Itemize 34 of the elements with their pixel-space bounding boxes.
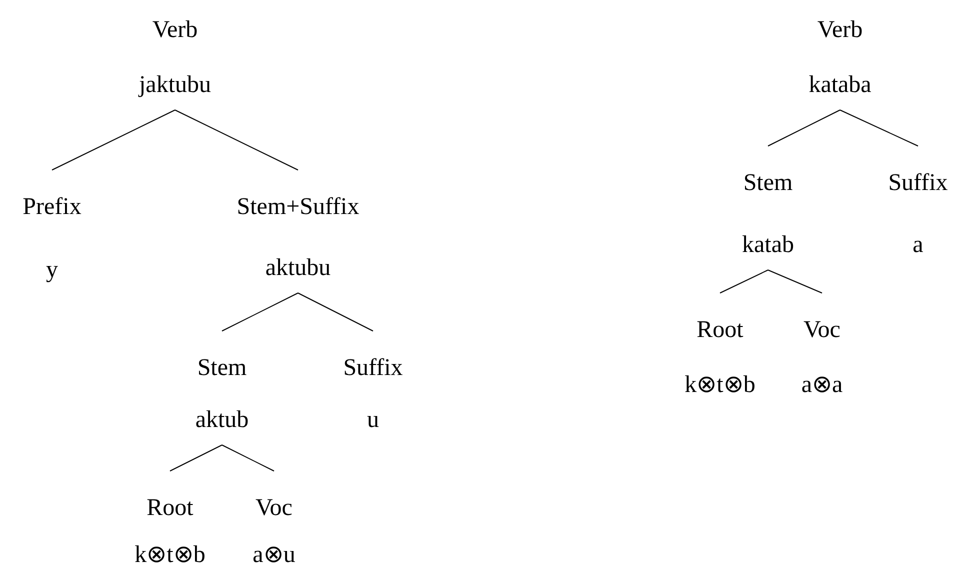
word-form: kataba bbox=[808, 72, 872, 98]
category-label: Stem bbox=[197, 354, 247, 382]
word-form: a⊗a bbox=[801, 372, 843, 398]
word-form: y bbox=[46, 256, 58, 284]
category-label: Root bbox=[146, 494, 194, 522]
category-label: Root bbox=[696, 316, 744, 344]
word-form: u bbox=[367, 406, 379, 434]
word-form: katab bbox=[742, 232, 794, 258]
category-label: Stem bbox=[743, 170, 793, 196]
tree-branch bbox=[768, 270, 822, 294]
category-label: Verb bbox=[152, 16, 198, 44]
word-form: k⊗t⊗b bbox=[134, 542, 206, 568]
tree-branch bbox=[222, 444, 274, 472]
category-label: Voc bbox=[804, 316, 840, 344]
tree-branch bbox=[720, 270, 768, 294]
word-form: aktubu bbox=[265, 254, 331, 282]
word-form: aktub bbox=[195, 406, 249, 434]
word-form: a bbox=[912, 232, 924, 258]
tree-branch bbox=[52, 110, 176, 170]
tree-branch bbox=[174, 110, 298, 170]
word-form: jaktubu bbox=[139, 72, 211, 98]
category-label: Verb bbox=[817, 16, 863, 44]
category-label: Suffix bbox=[343, 354, 403, 382]
category-label: Suffix bbox=[888, 170, 948, 196]
category-label: Voc bbox=[256, 494, 292, 522]
category-label: Prefix bbox=[22, 194, 82, 220]
tree-branch bbox=[170, 444, 222, 472]
word-form: a⊗u bbox=[252, 542, 296, 568]
category-label: Stem+Suffix bbox=[236, 194, 360, 220]
tree-branch bbox=[768, 110, 840, 146]
word-form: k⊗t⊗b bbox=[684, 372, 756, 398]
tree-branch bbox=[222, 292, 298, 332]
tree-branch bbox=[840, 110, 918, 146]
tree-branch bbox=[298, 292, 374, 332]
